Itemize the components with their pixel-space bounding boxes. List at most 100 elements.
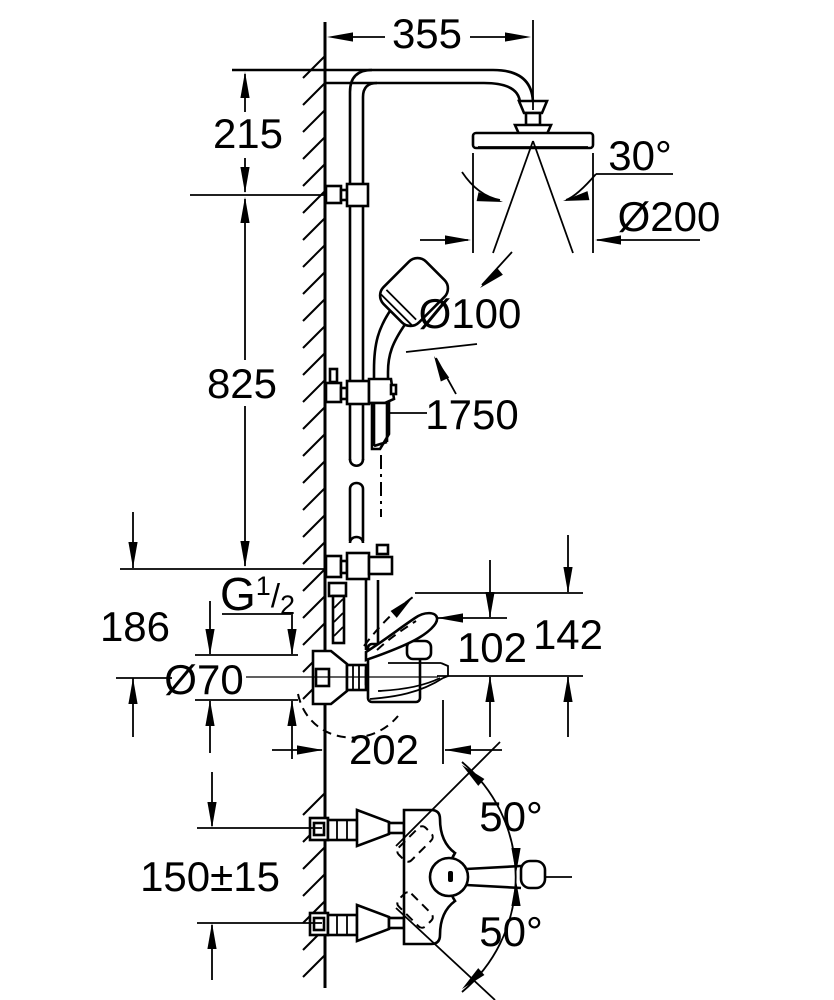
hatch-stroke <box>302 298 326 322</box>
thread-numerator: 1 <box>256 571 271 601</box>
pipe-break-lower-cap <box>348 458 365 468</box>
cartridge-cap <box>405 639 433 661</box>
hand-shower-holder <box>367 377 396 405</box>
top-bracket <box>324 182 370 208</box>
arrowhead <box>563 567 573 593</box>
arrowhead <box>205 700 215 726</box>
arrowhead <box>390 597 413 618</box>
arrowhead <box>240 72 250 98</box>
arrowhead <box>480 267 503 288</box>
spout-underside <box>369 677 444 700</box>
head-shower <box>471 131 595 254</box>
lever-knob-plan <box>519 859 547 890</box>
dim-head-shower-diameter-label: Ø200 <box>618 193 721 240</box>
arrowhead <box>287 700 297 726</box>
spray-cone-right <box>532 140 574 254</box>
swing-line-lower <box>395 907 496 1000</box>
hatch-stroke <box>302 514 326 538</box>
dim-hose-length-label: 1750 <box>425 391 518 438</box>
arrowhead <box>434 356 450 382</box>
pipe-break-upper-cap <box>348 481 365 490</box>
arrowhead <box>485 592 495 618</box>
arrowhead <box>462 968 485 989</box>
swing-line-upper <box>395 741 501 847</box>
arrowhead <box>511 848 521 874</box>
hatch-stroke <box>302 568 326 592</box>
arrowhead <box>240 167 250 193</box>
arrowhead <box>563 676 573 702</box>
arrowhead <box>462 765 485 786</box>
hatch-stroke <box>302 136 326 160</box>
thread-g: G <box>220 568 256 620</box>
arrowhead <box>476 192 503 202</box>
bath-mixer-side <box>297 596 449 739</box>
hatch-stroke <box>302 325 326 349</box>
inlet-lower <box>308 903 406 943</box>
hatch-stroke <box>302 82 326 106</box>
arrowhead <box>240 541 250 567</box>
dimension-labels: 355 215 30° Ø200 Ø100 825 1750 G1/2 186 … <box>100 10 720 955</box>
hatch-stroke <box>302 271 326 295</box>
hand-shower-handle <box>372 307 394 402</box>
arrowhead <box>128 542 138 568</box>
inlet-upper <box>308 808 406 848</box>
spout-tip <box>440 662 449 679</box>
lever-position-upper <box>396 825 434 863</box>
arrowhead <box>128 678 138 704</box>
arrowhead <box>297 745 323 755</box>
rail-slider <box>324 367 398 451</box>
hatch-stroke <box>302 244 326 268</box>
hand-shower <box>372 256 450 402</box>
hatch-stroke <box>302 541 326 565</box>
riser-pipe <box>348 68 378 544</box>
arrowhead <box>287 629 297 655</box>
arrowhead <box>205 629 215 655</box>
hatch-stroke <box>302 595 326 619</box>
dim-connection-thread-label: G1/2 <box>220 568 295 620</box>
arrowhead <box>445 745 471 755</box>
hatch-stroke <box>302 217 326 241</box>
dim-hand-shower-diameter-label: Ø100 <box>419 290 522 337</box>
arrowhead <box>327 32 353 42</box>
arrowhead <box>437 613 463 623</box>
shower-hose <box>364 404 389 650</box>
dim-escutcheon-diameter-label: Ø70 <box>164 656 243 703</box>
hatch-stroke <box>302 622 326 646</box>
arrowhead <box>207 923 217 949</box>
hatch-stroke <box>302 792 326 816</box>
dim-head-drop-label: 215 <box>213 110 283 157</box>
hatch-stroke <box>302 460 326 484</box>
hatch-stroke <box>302 352 326 376</box>
arrowhead <box>240 197 250 223</box>
dim-lever-swing-lower-label: 50° <box>479 908 543 955</box>
hatch-stroke <box>302 433 326 457</box>
hatch-stroke <box>302 109 326 133</box>
arrowhead <box>511 880 521 906</box>
dimension-arrows <box>128 32 621 989</box>
dim-rail-height-label: 825 <box>207 360 277 407</box>
dim-spray-angle-label: 30° <box>608 132 672 179</box>
wall <box>302 22 327 988</box>
hatch-stroke <box>302 487 326 511</box>
hatch-stroke <box>302 55 326 79</box>
arrowhead <box>595 235 621 245</box>
arrowhead <box>563 191 590 201</box>
dim-arm-reach-label: 355 <box>392 10 462 57</box>
dim-inlet-spacing-label: 150±15 <box>140 853 280 900</box>
hatch-stroke <box>302 379 326 403</box>
lever-position-lower <box>396 891 434 929</box>
dim-lever-swing-upper-label: 50° <box>479 793 543 840</box>
hand-shower-head <box>378 256 450 328</box>
hatch-stroke <box>302 406 326 430</box>
wall-union <box>327 581 348 645</box>
hatch-stroke <box>302 163 326 187</box>
dim-clearance-height-label: 142 <box>533 611 603 658</box>
wall-hatching-upper <box>302 55 326 700</box>
arrowhead <box>505 32 531 42</box>
hatch-stroke <box>302 954 326 978</box>
hatch-stroke <box>302 846 326 870</box>
bottom-bracket <box>324 543 394 581</box>
thread-denominator: 2 <box>280 590 295 620</box>
